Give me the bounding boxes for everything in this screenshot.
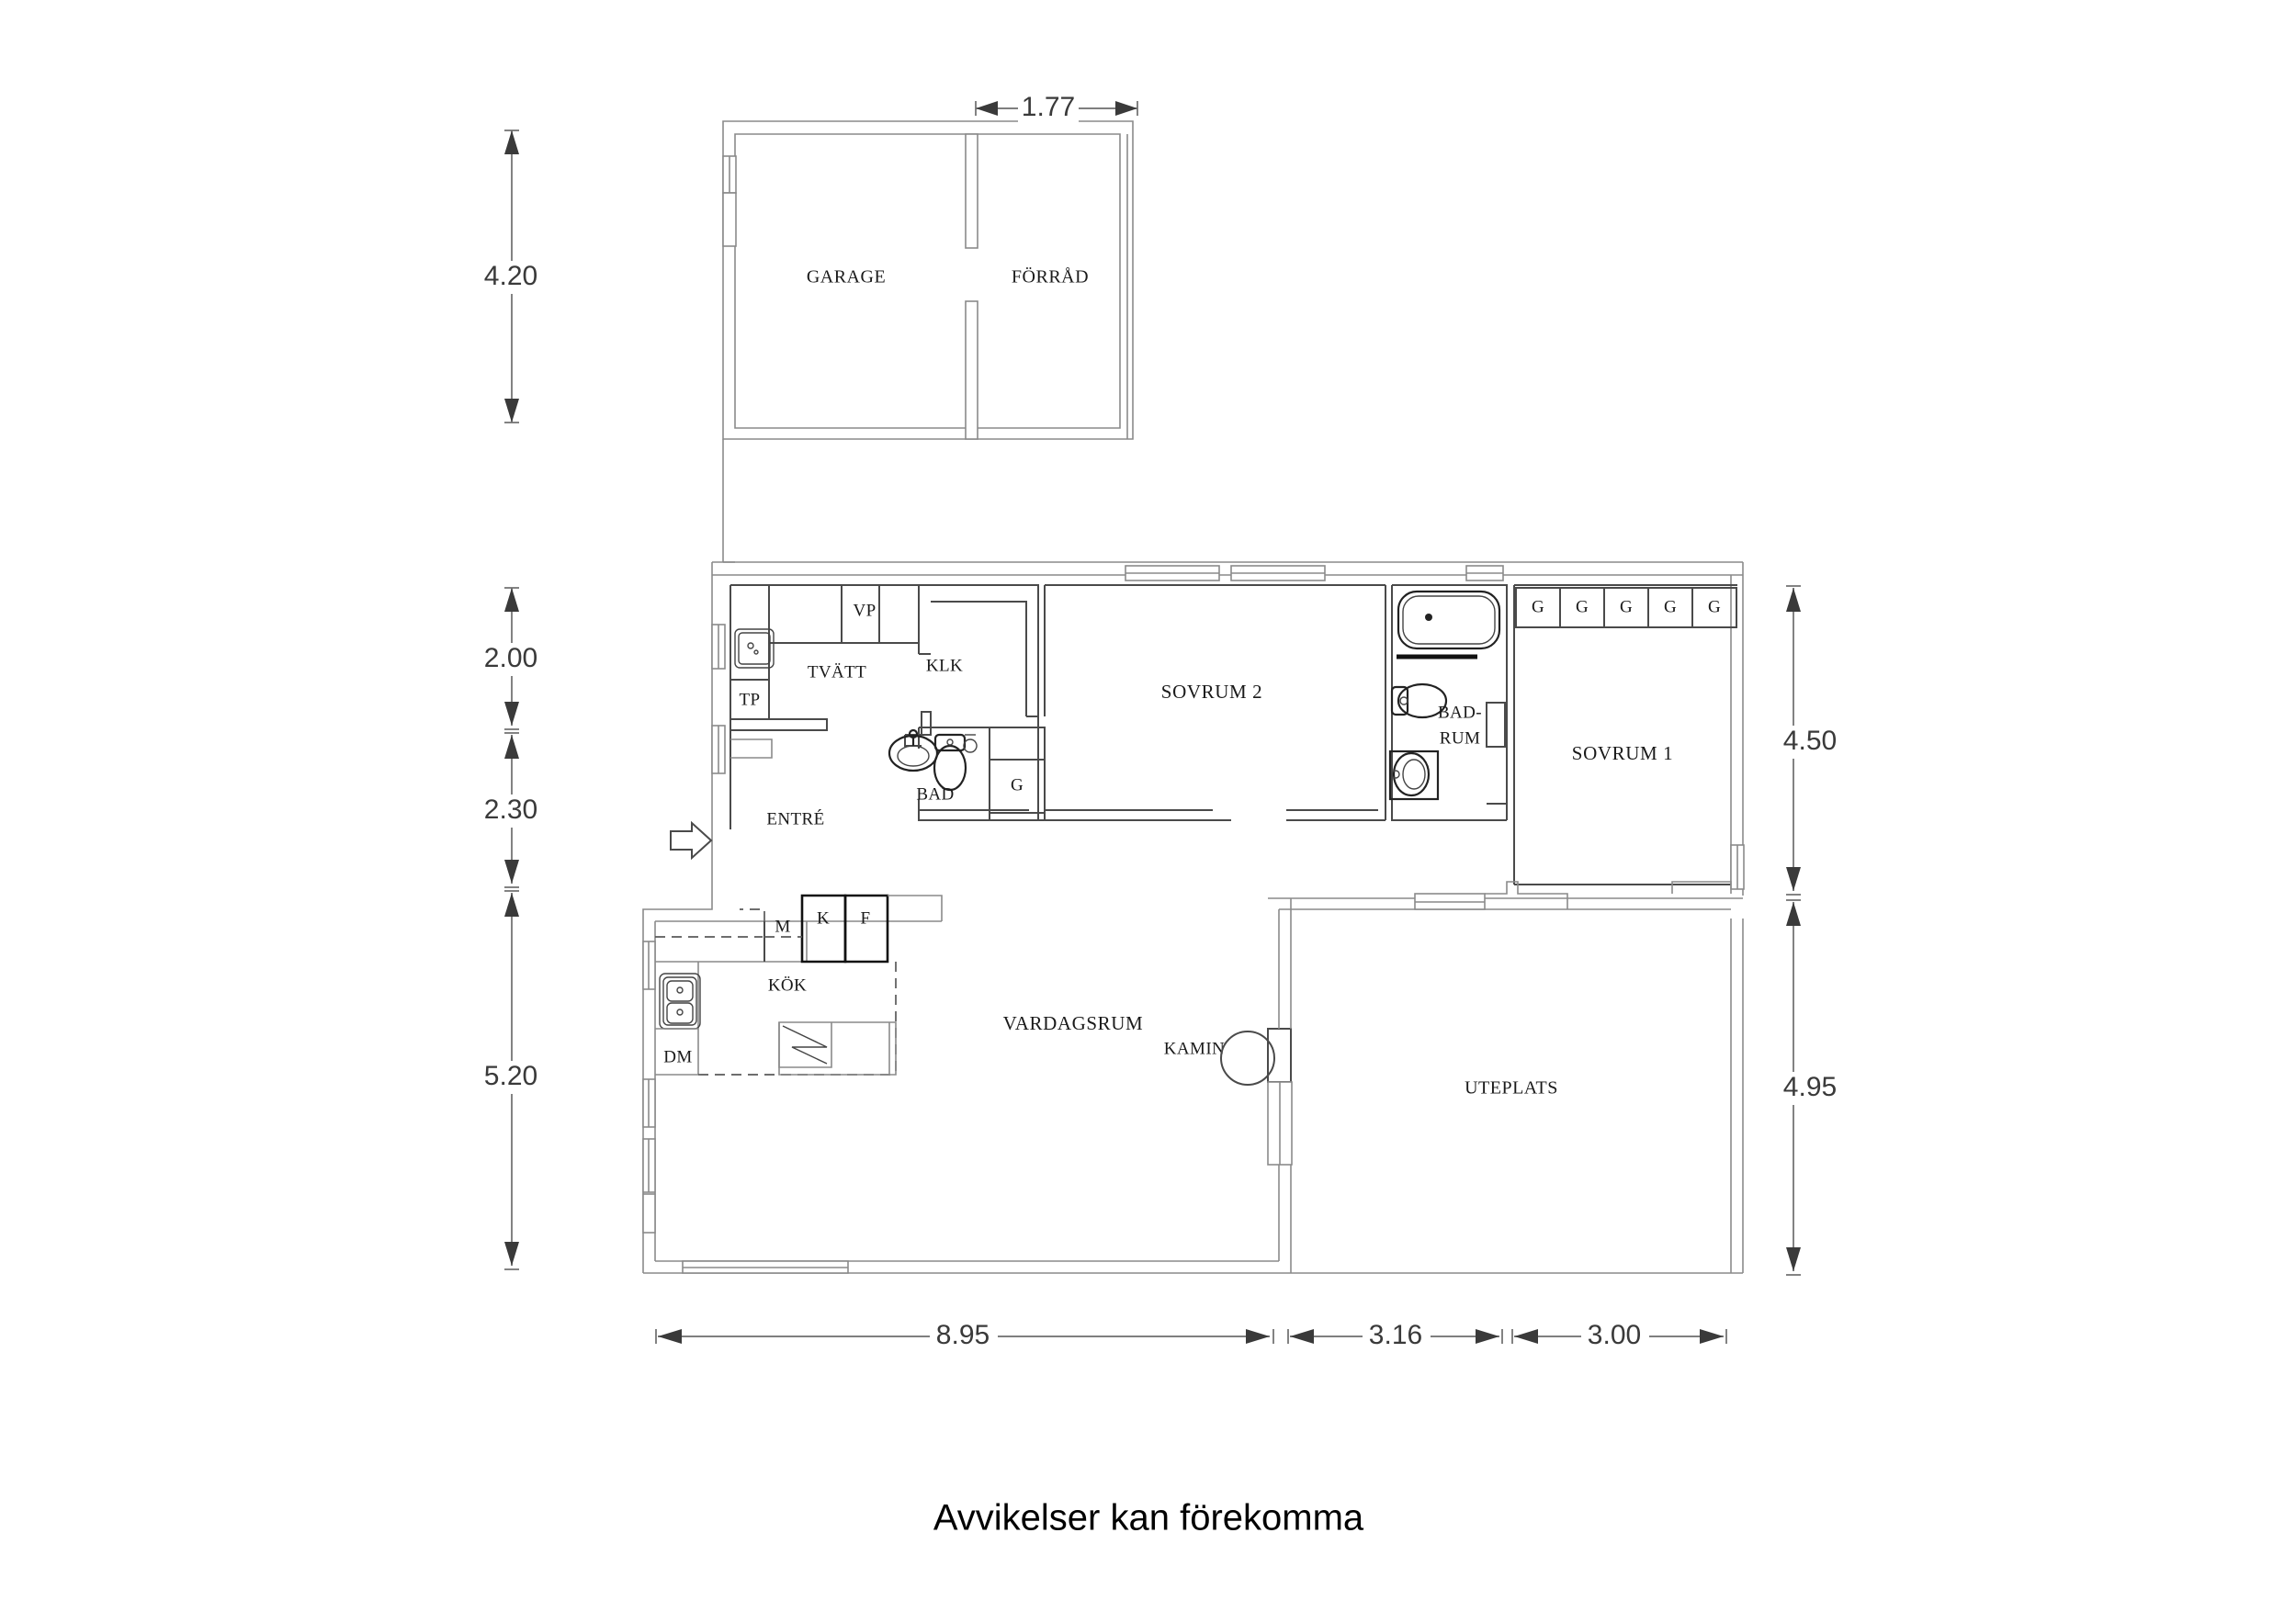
- entre-group: ENTRÉ: [670, 808, 824, 861]
- room-label-kamin: KAMIN: [1164, 1039, 1225, 1058]
- wardrobe-g-2: G: [1576, 597, 1589, 616]
- badrum-group: BAD- RUM: [1388, 584, 1508, 821]
- dimension-value-4-50: 4.50: [1783, 726, 1837, 756]
- sovrum1-group: 1674 G G G G G SOVRUM 1: [1513, 584, 1745, 890]
- laundry-group: TVÄTT VP TP: [711, 584, 920, 829]
- dimension-value-5-20: 5.20: [484, 1061, 537, 1091]
- room-label-vp: VP: [853, 601, 876, 620]
- dimension-left-2-30: 2.30: [478, 732, 546, 888]
- dimension-value-3-16: 3.16: [1369, 1320, 1422, 1350]
- dimension-bottom-8-95: 8.95: [655, 1320, 1274, 1353]
- dimension-value-8-95: 8.95: [936, 1320, 990, 1350]
- room-label-sovrum2: SOVRUM 2: [1161, 681, 1262, 703]
- room-label-badrum-1: BAD-: [1438, 703, 1482, 722]
- dimension-right-4-95: 4.95: [1775, 899, 1843, 1276]
- dimension-value-3-00: 3.00: [1588, 1320, 1641, 1350]
- wood-stove-icon: [1220, 1031, 1275, 1086]
- room-label-kok: KÖK: [768, 975, 807, 995]
- room-label-vardagsrum: VARDAGSRUM: [1003, 1012, 1144, 1034]
- room-label-g-bad: G: [1011, 775, 1024, 795]
- room-label-entre: ENTRÉ: [766, 808, 824, 828]
- plan-caption: Avvikelser kan förekomma: [933, 1498, 1364, 1538]
- dimension-value-2-00: 2.00: [484, 643, 537, 673]
- wardrobe-g-5: G: [1708, 597, 1721, 616]
- dimension-value-4-95: 4.95: [1783, 1072, 1837, 1102]
- dimension-bottom-3-00: 3.00: [1511, 1320, 1727, 1353]
- room-label-garage: GARAGE: [807, 267, 886, 287]
- dimension-left-5-20: 5.20: [478, 890, 546, 1270]
- sovrum2-group: SOVRUM 2: [1044, 584, 1386, 821]
- dimension-left-2-00: 2.00: [478, 587, 546, 730]
- room-label-f: F: [861, 908, 871, 928]
- closet-g-bad: G: [989, 727, 1046, 821]
- room-label-tp: TP: [740, 690, 761, 709]
- wardrobe-g-3: G: [1620, 597, 1633, 616]
- dimension-value-2-30: 2.30: [484, 795, 537, 825]
- entrance-arrow-icon: [670, 820, 713, 861]
- garage-block: GARAGE FÖRRÅD: [722, 120, 1134, 563]
- room-label-k: K: [817, 908, 830, 928]
- kok-group: KÖK DM M K F: [642, 894, 943, 1234]
- room-label-klk: KLK: [926, 656, 963, 675]
- klk-group: KLK: [919, 584, 1039, 727]
- vardagsrum-group: VARDAGSRUM KAMIN: [682, 898, 1293, 1274]
- room-label-bad: BAD: [916, 784, 954, 804]
- room-label-uteplats: UTEPLATS: [1465, 1078, 1558, 1099]
- uteplats-group: UTEPLATS: [1268, 881, 1743, 1099]
- dimension-right-4-50: 4.50: [1775, 585, 1843, 896]
- dimension-bottom-3-16: 3.16: [1287, 1320, 1503, 1353]
- dimension-left-4-20: 4.20: [478, 130, 546, 423]
- wardrobe-g-4: G: [1664, 597, 1677, 616]
- room-label-forrad: FÖRRÅD: [1012, 266, 1089, 287]
- room-label-tvatt: TVÄTT: [808, 662, 866, 682]
- wardrobe-g-1: G: [1532, 597, 1544, 616]
- bad-group: BAD: [888, 711, 1039, 821]
- room-label-sovrum1: SOVRUM 1: [1572, 742, 1673, 764]
- dimension-value-4-20: 4.20: [484, 261, 537, 291]
- dimension-top-1-77: 1.77: [975, 92, 1138, 125]
- room-label-dm: DM: [663, 1047, 692, 1066]
- dimension-value-1-77: 1.77: [1022, 92, 1075, 122]
- window-group-top: [1125, 565, 1504, 581]
- room-label-badrum-2: RUM: [1440, 728, 1481, 748]
- room-label-m: M: [775, 917, 790, 936]
